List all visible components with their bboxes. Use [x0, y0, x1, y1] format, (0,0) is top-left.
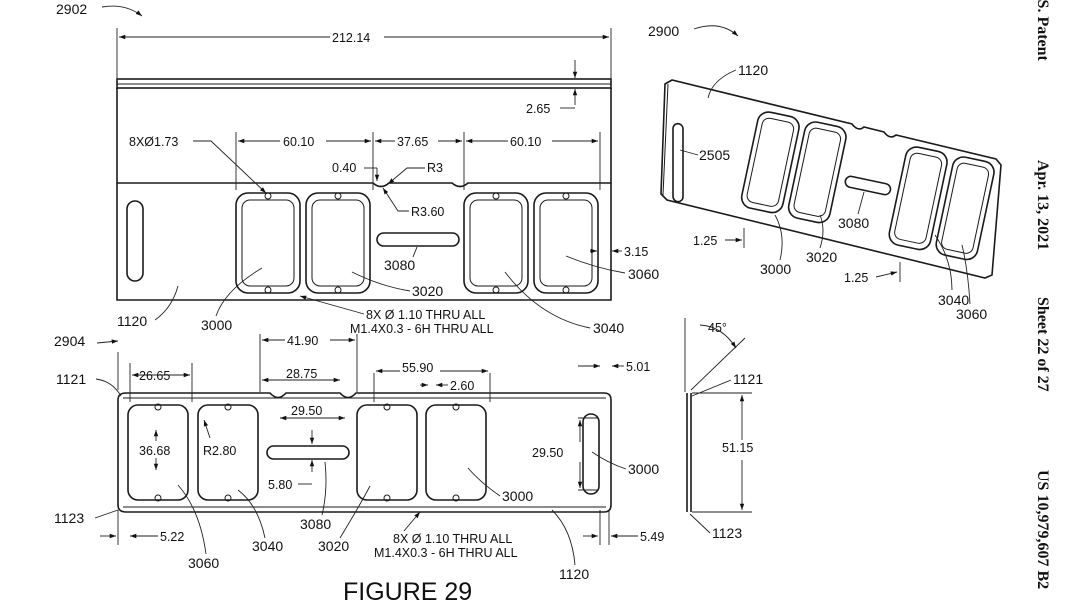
callout-1120-top: 1120 [117, 313, 147, 329]
dim-2-60: 2.60 [450, 379, 474, 393]
callout-3040-iso: 3040 [938, 292, 969, 308]
callout-1123-side: 1123 [712, 525, 742, 541]
dim-60-10-left: 60.10 [283, 135, 314, 149]
dim-5-01: 5.01 [626, 360, 650, 374]
dim-5-22: 5.22 [160, 530, 184, 544]
note-8x-1-10-top: 8X Ø 1.10 THRU ALL [366, 308, 485, 322]
callout-3000-top: 3000 [201, 317, 232, 333]
callout-3080-iso: 3080 [838, 215, 869, 231]
dim-29-50-right: 29.50 [532, 446, 563, 460]
dim-2-65: 2.65 [526, 102, 550, 116]
callout-1120-iso: 1120 [738, 62, 768, 78]
dim-37-65: 37.65 [397, 135, 428, 149]
callout-3040-front: 3040 [252, 538, 283, 554]
header-number: US 10,979,607 B2 [1034, 470, 1051, 589]
dim-r3-60: R3.60 [411, 205, 444, 219]
dim-5-49: 5.49 [640, 530, 664, 544]
callout-1123-front: 1123 [54, 510, 84, 526]
callout-3020-iso: 3020 [806, 249, 837, 265]
dim-29-50-top: 29.50 [291, 404, 322, 418]
view-label-2900: 2900 [648, 23, 679, 39]
callout-3060-top: 3060 [628, 266, 659, 282]
view-label-2904: 2904 [54, 333, 85, 349]
callout-1120-front: 1120 [559, 566, 589, 582]
header-sheet: Sheet 22 of 27 [1034, 297, 1051, 392]
dim-55-90: 55.90 [402, 361, 433, 375]
dim-0-40: 0.40 [332, 161, 356, 175]
callout-3080-front: 3080 [300, 516, 331, 532]
dim-1-25-iso-right: 1.25 [844, 271, 868, 285]
dim-45-deg: 45° [708, 321, 727, 335]
callout-3040-top: 3040 [593, 320, 624, 336]
dim-5-80: 5.80 [268, 478, 292, 492]
callout-1121-front: 1121 [56, 371, 86, 387]
dim-36-68: 36.68 [139, 444, 170, 458]
callout-3060-front: 3060 [188, 555, 219, 571]
callout-3080-top: 3080 [384, 257, 415, 273]
callout-3000-front: 3000 [502, 488, 533, 504]
note-m1-4-front: M1.4X0.3 - 6H THRU ALL [374, 546, 518, 560]
header-patent: U.S. Patent [1034, 0, 1051, 62]
dim-60-10-right: 60.10 [510, 135, 541, 149]
dim-28-75: 28.75 [286, 367, 317, 381]
callout-2505: 2505 [699, 147, 730, 163]
dim-r2-80: R2.80 [203, 444, 236, 458]
dim-212-14: 212.14 [332, 31, 370, 45]
callout-3020-top: 3020 [412, 283, 443, 299]
view-label-2902: 2902 [56, 1, 87, 17]
note-8x-1-73: 8XØ1.73 [129, 135, 178, 149]
header-date: Apr. 13, 2021 [1034, 160, 1051, 250]
callout-3000-iso: 3000 [760, 261, 791, 277]
note-8x-1-10-front: 8X Ø 1.10 THRU ALL [393, 532, 512, 546]
callout-3060-iso: 3060 [956, 306, 987, 322]
dim-1-25-iso-left: 1.25 [693, 234, 717, 248]
callout-3000-front-right: 3000 [628, 461, 659, 477]
figure-caption: FIGURE 29 [343, 578, 472, 606]
note-m1-4-top: M1.4X0.3 - 6H THRU ALL [350, 322, 494, 336]
dim-51-15: 51.15 [722, 441, 753, 455]
dim-26-65: 26.65 [139, 369, 170, 383]
dim-r3: R3 [427, 161, 443, 175]
dim-41-90: 41.90 [287, 334, 318, 348]
callout-3020-front: 3020 [318, 538, 349, 554]
dim-3-15: 3.15 [624, 245, 648, 259]
callout-1121-side: 1121 [733, 371, 763, 387]
